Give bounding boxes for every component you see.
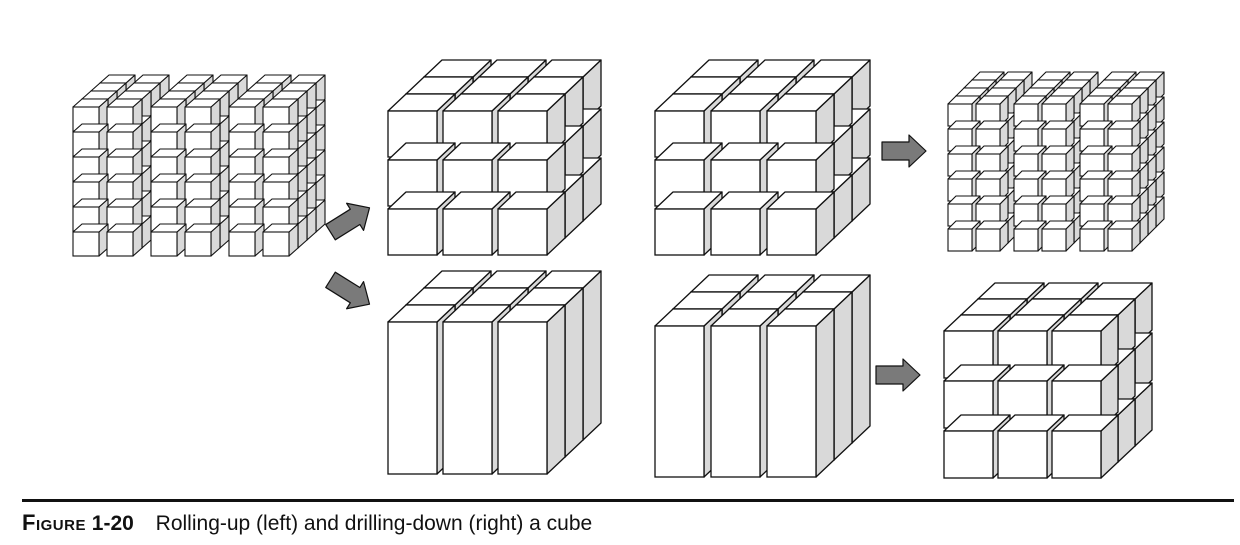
cube-cell	[262, 98, 299, 132]
cube-cell	[262, 148, 299, 182]
cube-cell	[106, 223, 143, 257]
cube-cell	[947, 220, 981, 252]
cube-cell	[150, 223, 187, 257]
cube-cell	[975, 220, 1009, 252]
cube-cell	[228, 123, 265, 157]
cube-cell	[228, 173, 265, 207]
cube-cell	[654, 308, 723, 478]
cube-cell	[1041, 195, 1075, 227]
cube-cell	[184, 148, 221, 182]
cube-cell	[1079, 220, 1113, 252]
cube-cell	[106, 148, 143, 182]
cube-cell	[228, 223, 265, 257]
cube-cell	[975, 95, 1009, 127]
cube-cell	[975, 170, 1009, 202]
roll-up-drill-down-diagram	[72, 59, 1165, 479]
drill-down-arrow-top-icon	[881, 134, 927, 168]
source-fine-cube	[72, 74, 326, 257]
figure-label: Figure	[22, 510, 86, 535]
cube-cell	[72, 123, 109, 157]
drill-down-arrow-bottom-icon	[875, 358, 921, 392]
cube-cell	[766, 308, 835, 478]
cube-cell	[1051, 414, 1119, 479]
cube-cell	[184, 98, 221, 132]
rolled-up-coarse-cube	[387, 59, 602, 256]
cube-cell	[1107, 220, 1141, 252]
cube-cell	[497, 191, 566, 256]
drilled-down-fine-cube	[947, 71, 1165, 252]
roll-up-arrow-bottom-icon	[325, 271, 371, 310]
cube-cell	[262, 223, 299, 257]
cube-cell	[1041, 220, 1075, 252]
cube-cell	[766, 191, 835, 256]
drill-source-coarse-cube	[654, 59, 871, 256]
cube-cell	[72, 223, 109, 257]
caption-rule	[22, 499, 1234, 502]
cube-cell	[150, 148, 187, 182]
cube-cell	[497, 304, 566, 475]
drilled-down-coarse-cube	[943, 282, 1153, 479]
cube-cell	[184, 198, 221, 232]
cube-cell	[1013, 220, 1047, 252]
cube-cell	[150, 123, 187, 157]
roll-up-arrow-top-icon	[325, 202, 371, 241]
cube-cell	[184, 223, 221, 257]
drill-source-pillar-cube	[654, 274, 871, 478]
figure-caption-text: Rolling-up (left) and drilling-down (rig…	[155, 512, 593, 535]
cube-cell	[1107, 170, 1141, 202]
figure-number: 1-20	[91, 512, 134, 535]
figure-caption: Figure 1-20 Rolling-up (left) and drilli…	[22, 509, 592, 537]
rolled-up-pillar-cube	[387, 270, 602, 475]
cube-cell	[1041, 145, 1075, 177]
